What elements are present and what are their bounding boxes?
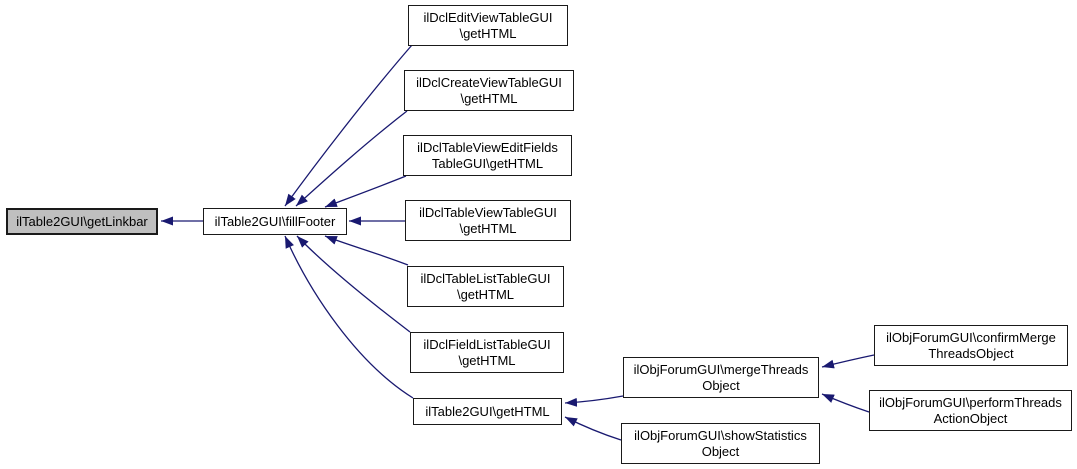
node-iltable2gui-getlinkbar: ilTable2GUI\getLinkbar [6,208,158,235]
edge-showStatistics-to-tableGetHTML [564,416,622,441]
node-ildclfieldlisttablegui-gethtml[interactable]: ilDclFieldListTableGUI \getHTML [410,332,564,373]
edge-dclEditView-to-fillFooter [284,44,413,207]
node-ildclcreateviewtablegui-gethtml[interactable]: ilDclCreateViewTableGUI \getHTML [404,70,574,111]
edge-confirmMergeThreads-to-mergeThreads [821,354,875,369]
edge-mergeThreads-to-tableGetHTML [564,395,624,407]
edge-dclCreateView-to-fillFooter [295,110,408,207]
node-ildcltableviewtablegui-gethtml[interactable]: ilDclTableViewTableGUI \getHTML [405,200,571,241]
node-ildcltablelisttablegui-gethtml[interactable]: ilDclTableListTableGUI \getHTML [407,266,564,307]
edge-dclTableViewEditFields-to-fillFooter [324,175,407,208]
node-ilobjforumgui-mergethreadsobject[interactable]: ilObjForumGUI\mergeThreads Object [623,357,819,398]
node-ilobjforumgui-showstatisticsobject[interactable]: ilObjForumGUI\showStatistics Object [621,423,820,464]
edge-tableGetHTML-to-fillFooter [284,235,414,399]
node-iltable2gui-gethtml[interactable]: ilTable2GUI\getHTML [413,398,562,425]
edge-dclFieldList-to-fillFooter [296,235,411,333]
node-ilobjforumgui-performthreadsactionobject[interactable]: ilObjForumGUI\performThreads ActionObjec… [869,390,1072,431]
node-ildcleditviewtablegui-gethtml[interactable]: ilDclEditViewTableGUI \getHTML [408,5,568,46]
node-ildcltablevieweditfieldstablegui-gethtml[interactable]: ilDclTableViewEditFields TableGUI\getHTM… [403,135,572,176]
edge-performThreadsAction-to-mergeThreads [821,393,870,413]
node-ilobjforumgui-confirmmergethreadsobject[interactable]: ilObjForumGUI\confirmMerge ThreadsObject [874,325,1068,366]
node-iltable2gui-fillfooter[interactable]: ilTable2GUI\fillFooter [203,208,347,235]
edge-dclTableList-to-fillFooter [324,235,409,266]
